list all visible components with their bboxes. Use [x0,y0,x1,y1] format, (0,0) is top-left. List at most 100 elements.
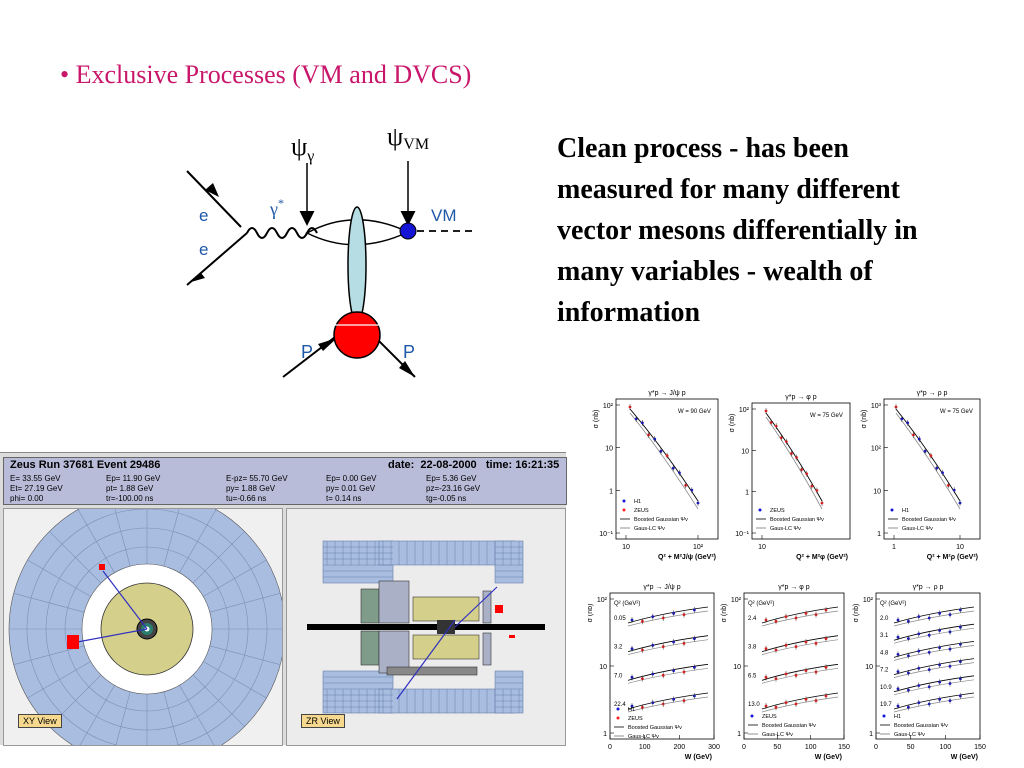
model-curve [761,692,839,710]
plot-ylabel: σ (nb) [721,604,728,623]
legend-entry: Gaus-LC Ψv [894,732,925,738]
feynman-diagram: ψγ ψVM e e γ* VM P P [186,122,477,378]
exchange-ellipse [347,206,367,324]
zr-view-panel[interactable]: ZR View [286,508,566,746]
electron-out-line [186,232,248,286]
plot-title: γ*p → J/ψ p [643,584,680,591]
model-curve [627,663,709,681]
plot-xlabel: W (GeV) [815,754,842,761]
plot-panel-top-3: γ*p → ρ pσ (nb)Q² + M²ρ (GeV²)10³10²1011… [861,390,981,561]
q2-value: 6.5 [748,673,757,679]
model-curve-alt [627,610,709,627]
legend-entry: Boosted Gaussian Ψv [894,723,948,729]
event-title: Zeus Run 37681 Event 29486 [10,459,161,471]
q2-value: 10.9 [880,685,892,691]
gamma-star-label: γ* [269,196,284,219]
plot-panel-top-1: γ*p → J/ψ pσ (nb)Q² + M²J/ψ (GeV²)10²101… [593,390,719,561]
vm-label: VM [431,206,457,225]
q2-label: Q² (GeV²) [748,601,774,607]
q2-value: 7.0 [614,673,623,679]
legend-entry: H1 [628,707,635,713]
zr-view-graphic [307,540,545,714]
plot-ylabel: σ (nb) [593,410,600,429]
plot-xlabel: W (GeV) [951,754,978,761]
q2-value: 3.2 [614,645,623,651]
model-curve [893,692,975,710]
proton-label-left: P [301,342,313,362]
model-curve [627,635,709,653]
plot-ytick: 10² [871,446,882,453]
model-curve-alt [893,645,975,661]
legend-entry: Boosted Gaussian Ψv [628,725,682,731]
plot-ytick: 1 [869,731,873,738]
plot-ytick: 1 [877,531,881,538]
legend-entry: H1 [894,714,901,720]
model-curve-alt [627,696,709,713]
xy-view-label[interactable]: XY View [18,714,62,728]
model-curve [893,623,975,641]
model-curve [893,641,975,658]
legend-entry: Boosted Gaussian Ψv [762,723,816,729]
plot-note: W = 90 GeV [678,409,711,415]
legend-entry: ZEUS [770,508,785,514]
zr-view-label[interactable]: ZR View [301,714,345,728]
model-curve-alt [893,662,975,678]
plot-note: W = 75 GeV [810,413,843,419]
event-date-time: date: 22-08-2000 time: 16:21:35 [388,459,560,471]
plot-xtick: 150 [838,744,850,751]
plot-xtick: 0 [608,744,612,751]
q2-value: 0.05 [614,616,626,622]
plot-ytick: 10² [739,407,750,414]
q2-value: 2.0 [880,616,889,622]
legend-entry: Gaus-LC Ψv [770,526,801,532]
plot-xtick: 10² [693,544,704,551]
plot-ytick: 10² [863,597,874,604]
legend-entry: Gaus-LC Ψv [628,734,659,740]
legend-marker [882,714,886,718]
xy-view-panel[interactable]: XY View [3,490,286,768]
plot-ytick: 1 [609,488,613,495]
model-curve-alt [627,667,709,684]
legend-marker [750,714,754,718]
plot-title: γ*p → ρ p [917,390,948,397]
plot-ylabel: σ (nb) [729,414,736,433]
plot-xtick: 150 [974,744,986,751]
legend-marker [616,707,620,711]
plot-ytick: 10² [597,597,608,604]
legend-entry: Boosted Gaussian Ψv [770,517,824,523]
plot-xtick: 100 [639,744,651,751]
electron-in-line [186,170,242,228]
legend-entry: H1 [634,499,641,505]
model-curve [761,606,839,624]
plot-ytick: 10 [733,664,741,671]
plot-xtick: 50 [773,744,781,751]
cross-section-plots: γ*p → J/ψ pσ (nb)Q² + M²J/ψ (GeV²)10²101… [588,390,986,761]
plot-ytick: 1 [745,490,749,497]
psi-vm-label: ψVM [387,122,429,153]
plot-ytick: 10 [865,664,873,671]
plot-ytick: 10³ [871,403,882,410]
slide-heading: • Exclusive Processes (VM and DVCS) [60,60,472,89]
legend-entry: Gaus-LC Ψv [902,526,933,532]
legend-entry: Boosted Gaussian Ψv [902,517,956,523]
plot-title: γ*p → φ p [785,394,816,401]
q2-value: 3.8 [748,645,757,651]
model-curve [627,606,709,624]
model-curve [627,692,709,710]
xy-energy-deposit-1 [99,564,105,570]
plot-ytick: 10 [605,446,613,453]
q2-value: 3.1 [880,633,889,639]
plot-ytick: 10 [599,664,607,671]
model-curve-alt [893,696,975,713]
model-curve-alt [893,610,975,627]
legend-entry: Boosted Gaussian Ψv [634,517,688,523]
q2-value: 13.0 [748,702,760,708]
electron-label-bottom: e [199,240,208,259]
plot-xtick: 300 [708,744,720,751]
proton-label-right: P [403,342,415,362]
legend-entry: ZEUS [762,714,777,720]
legend-entry: ZEUS [634,508,649,514]
plot-ytick: 10² [603,403,614,410]
